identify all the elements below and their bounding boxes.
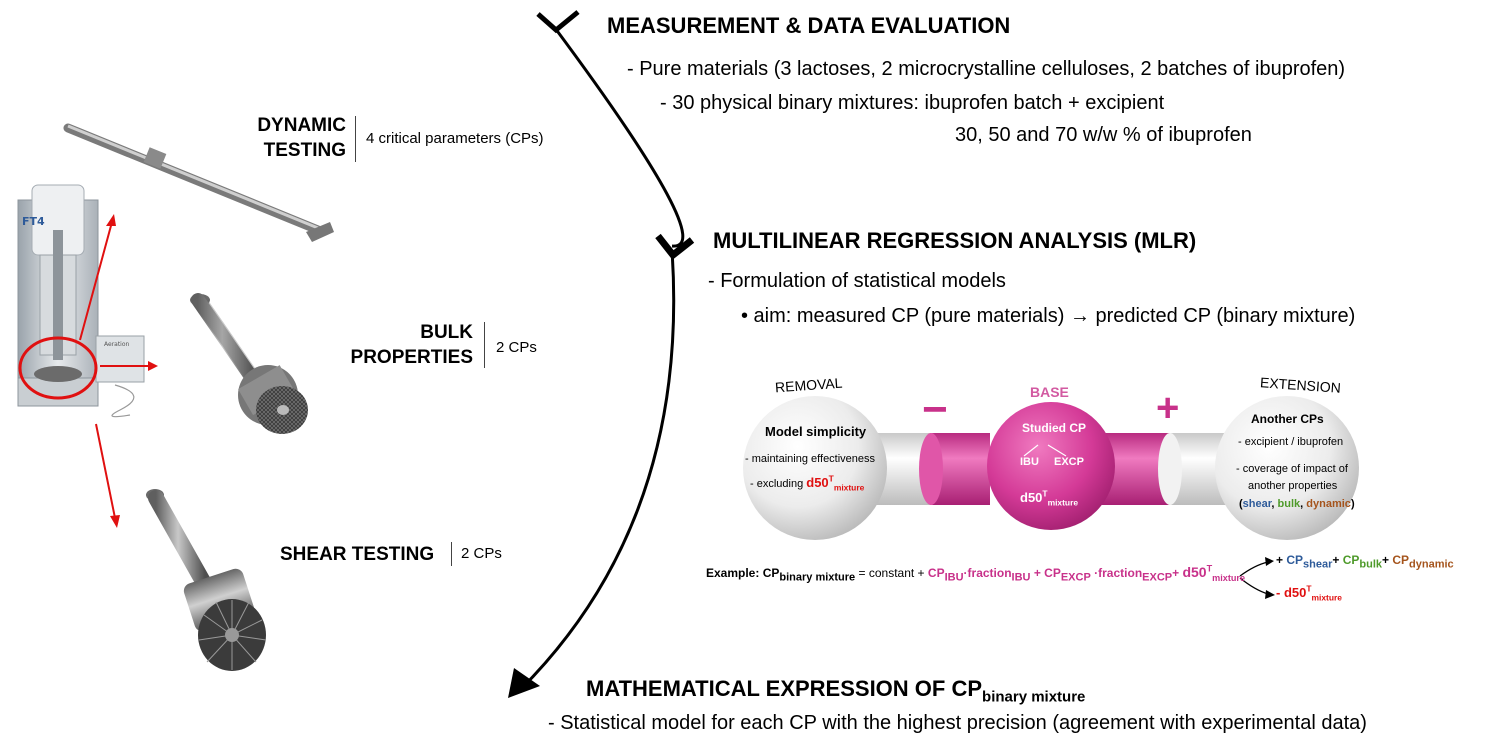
- red-arrow-shear-icon: [110, 515, 120, 528]
- mlr-line-1: - Formulation of statistical models: [708, 270, 1006, 292]
- dynamic-cp-count: 4 critical parameters (CPs): [366, 130, 544, 147]
- example-branch-plus: + CPshear+ CPbulk+ CPdynamic: [1276, 553, 1454, 571]
- extension-item-2b: another properties: [1248, 480, 1338, 492]
- math-line-1: - Statistical model for each CP with the…: [548, 712, 1367, 734]
- mlr-line-2: • aim: measured CP (pure materials) → pr…: [741, 305, 1356, 327]
- removal-item-2: - excluding d50Tmixture: [750, 473, 865, 493]
- example-equation: Example: CPbinary mixture = constant + C…: [706, 563, 1246, 584]
- branch-arrow-down-head-icon: [1265, 590, 1275, 599]
- base-ibu: IBU: [1020, 456, 1039, 468]
- shear-cp-count: 2 CPs: [461, 545, 502, 562]
- extension-item-2a: - coverage of impact of: [1236, 463, 1348, 475]
- removal-title: Model simplicity: [765, 424, 867, 439]
- base-title: Studied CP: [1022, 421, 1087, 435]
- example-branch-minus: - d50Tmixture: [1276, 583, 1342, 603]
- shear-testing-label: SHEAR TESTING: [280, 544, 435, 565]
- math-title: MATHEMATICAL EXPRESSION OF CPbinary mixt…: [586, 676, 1086, 706]
- extension-title: Another CPs: [1251, 412, 1324, 426]
- dynamic-divider: [355, 116, 356, 162]
- measurement-line-3: 30, 50 and 70 w/w % of ibuprofen: [955, 124, 1252, 146]
- measurement-line-1: - Pure materials (3 lactoses, 2 microcry…: [627, 58, 1346, 80]
- shear-divider: [451, 542, 452, 566]
- flow-arrow-curve: [553, 27, 685, 248]
- removal-minus-icon: −: [922, 385, 948, 434]
- bulk-cp-count: 2 CPs: [496, 339, 537, 356]
- ft4-instrument-illustration: Aeration FT4: [17, 184, 145, 418]
- dynamic-testing-probe-illustration: [63, 123, 334, 242]
- measurement-title: MEASUREMENT & DATA EVALUATION: [607, 13, 1011, 38]
- mlr-title: MULTILINEAR REGRESSION ANALYSIS (MLR): [713, 228, 1197, 253]
- extension-properties: (shear, bulk, dynamic): [1239, 498, 1355, 510]
- bulk-properties-probe-illustration: [190, 293, 308, 434]
- base-heading: BASE: [1030, 384, 1069, 400]
- shear-testing-probe-illustration: [146, 489, 267, 671]
- red-arrow-bulk-icon: [148, 361, 158, 371]
- removal-item-1: - maintaining effectiveness: [745, 453, 876, 465]
- flow-arrow-start-icon: [536, 10, 580, 34]
- extension-item-1: - excipient / ibuprofen: [1238, 436, 1344, 448]
- flow-arrow-mid-icon: [655, 233, 695, 260]
- flow-arrow-end-icon: [508, 668, 540, 698]
- flow-arrow-curve: [518, 249, 676, 692]
- dumbbell-diagram: [743, 396, 1359, 540]
- red-arrow-dynamic-icon: [106, 214, 116, 226]
- ft4-brand-label: FT4: [22, 215, 45, 228]
- base-d50: d50Tmixture: [1020, 488, 1079, 508]
- bulk-divider: [484, 322, 485, 368]
- extension-plus-icon: +: [1156, 386, 1180, 430]
- branch-arrow-up-head-icon: [1265, 557, 1274, 566]
- measurement-line-2: - 30 physical binary mixtures: ibuprofen…: [660, 92, 1165, 114]
- base-excp: EXCP: [1054, 456, 1084, 468]
- aeration-panel-label: Aeration: [104, 341, 130, 348]
